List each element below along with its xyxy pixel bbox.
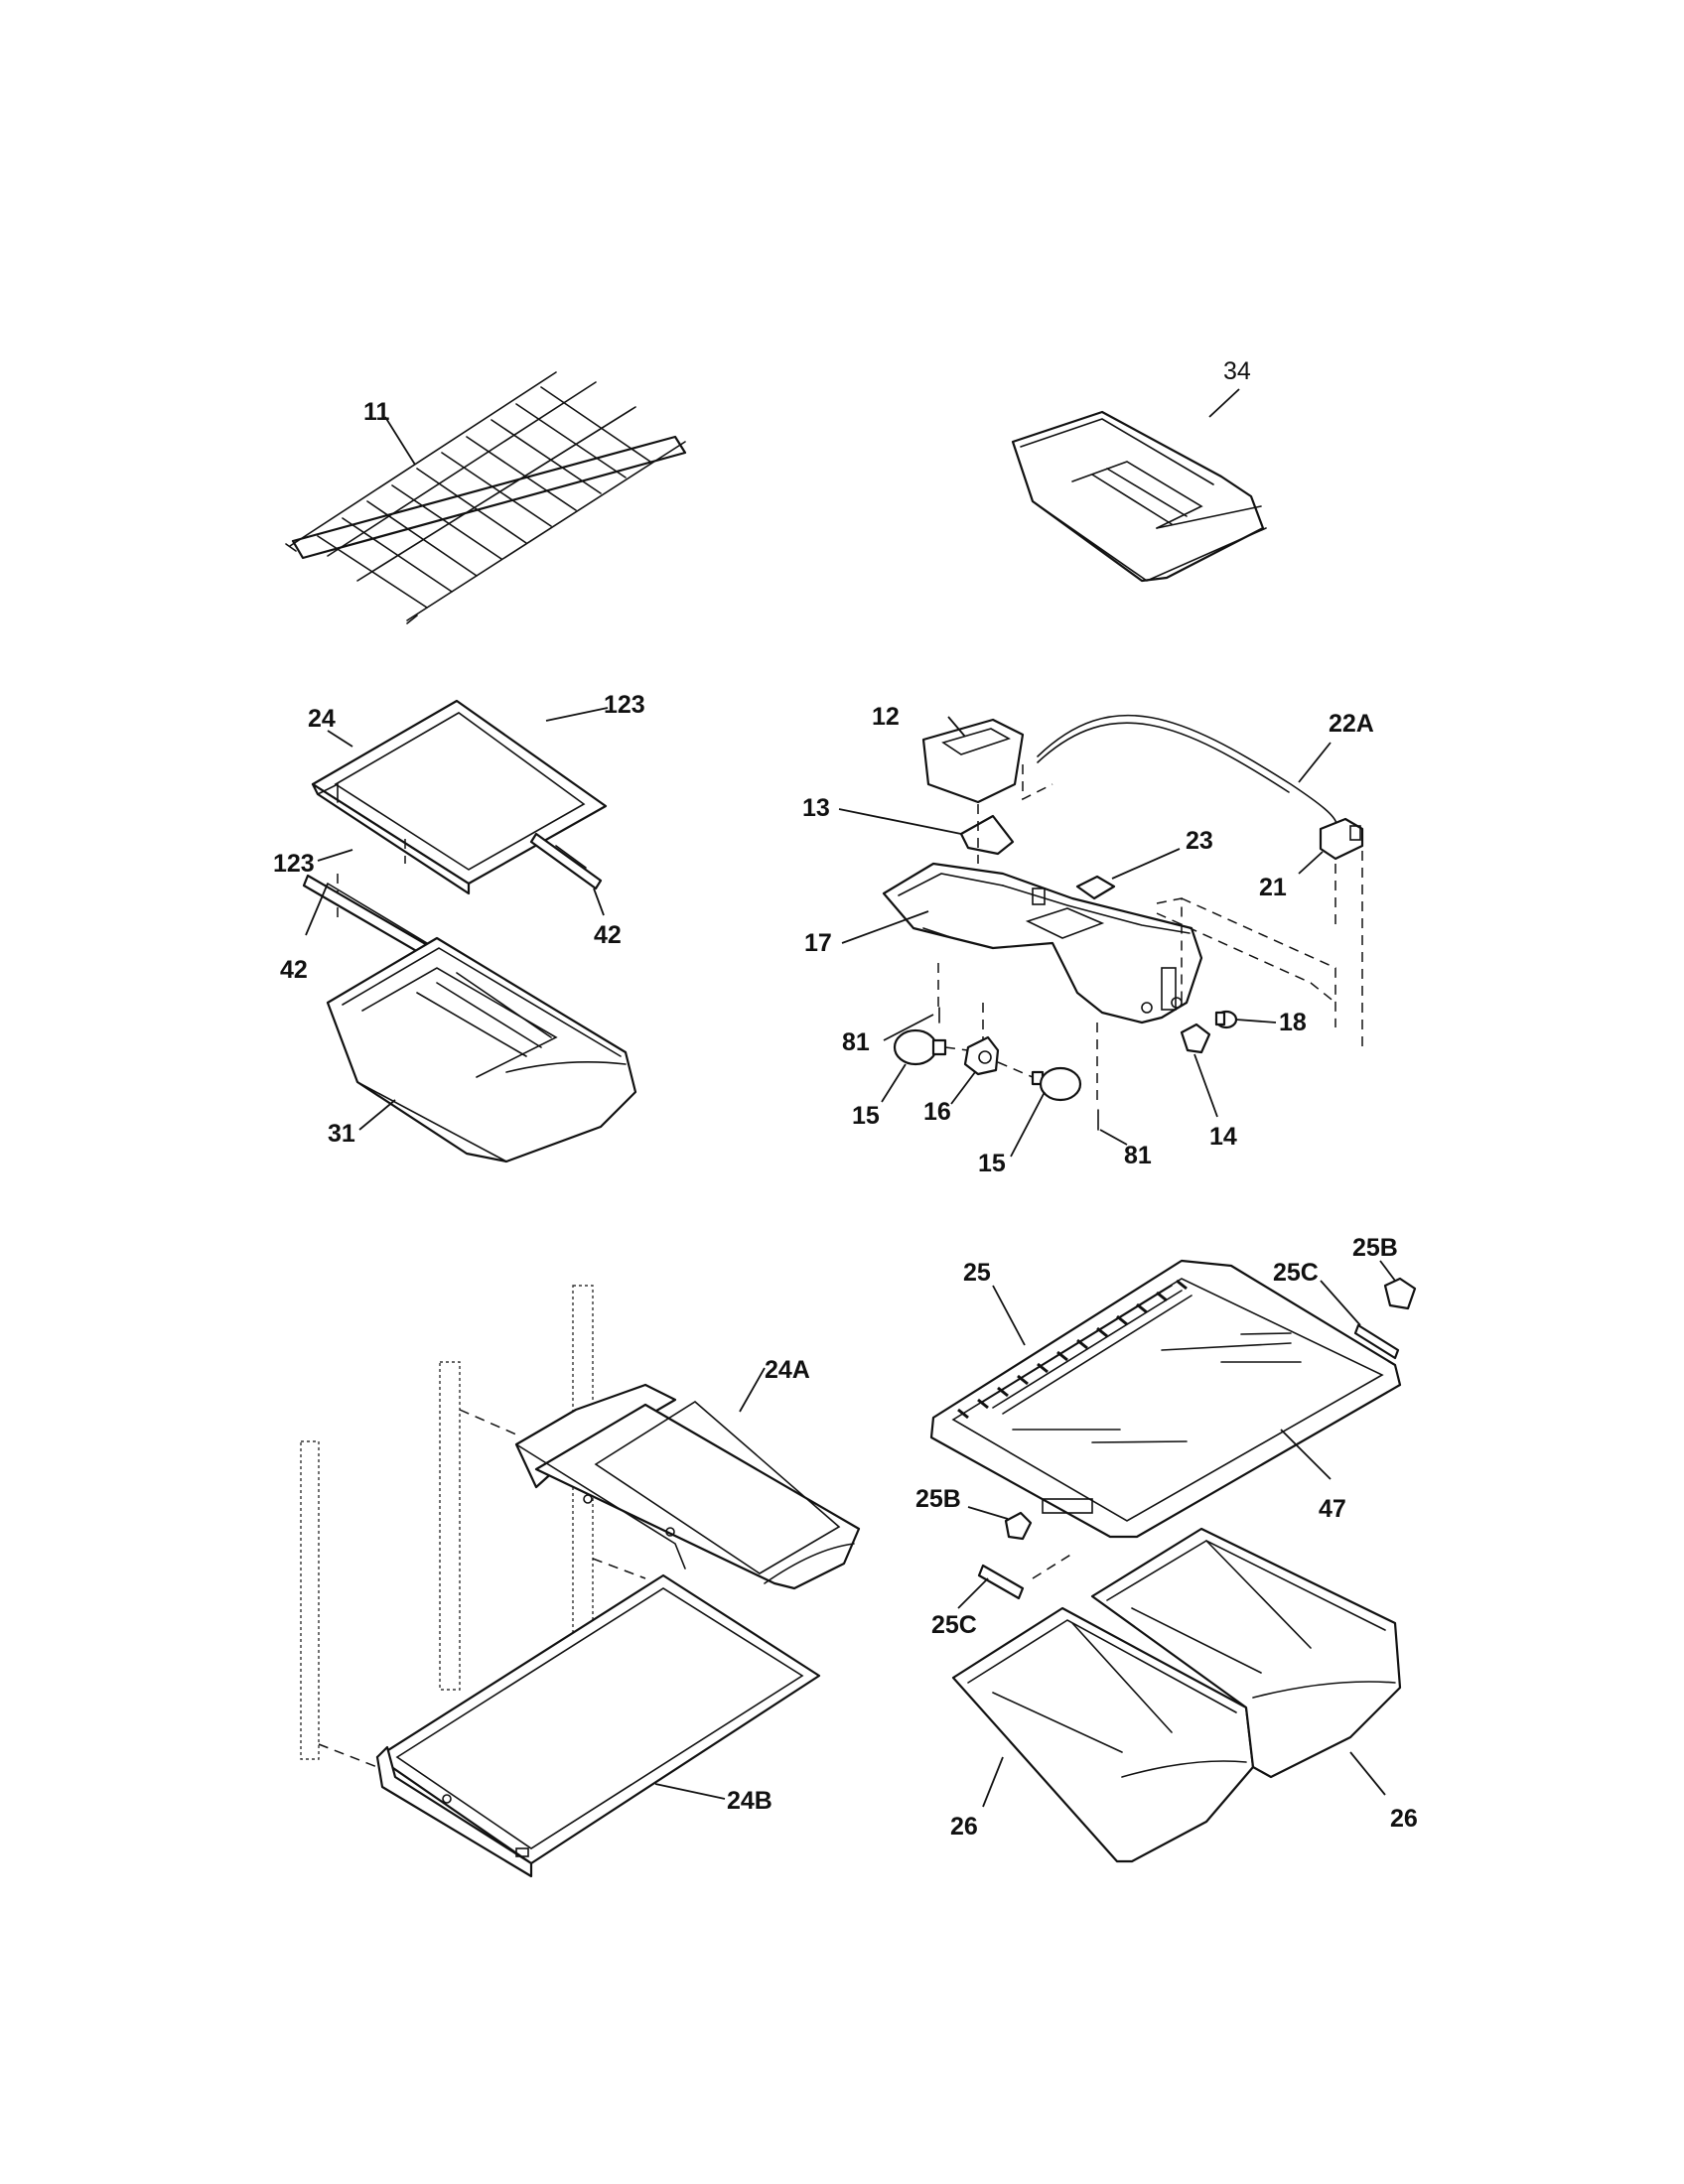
cantilever-shelf-24B (375, 1573, 821, 1878)
crisper-drawer-26-right (1090, 1527, 1402, 1779)
part-14 (1180, 1023, 1211, 1054)
clip-25B-bottom (1004, 1511, 1033, 1541)
label-81-left: 81 (842, 1028, 870, 1056)
door-bin-34 (1011, 410, 1267, 583)
clip-25B-top (1383, 1277, 1417, 1310)
label-26-left: 26 (950, 1813, 978, 1841)
label-123-bottom: 123 (273, 850, 315, 878)
label-16: 16 (923, 1098, 951, 1126)
bracket-25C-bottom (977, 1564, 1025, 1600)
label-25B-top: 25B (1352, 1234, 1398, 1262)
bulb-15-right (1031, 1066, 1082, 1102)
part-18 (1214, 1010, 1238, 1029)
label-18: 18 (1279, 1009, 1307, 1036)
housing-part-12 (921, 718, 1025, 804)
label-42-left: 42 (280, 956, 308, 984)
socket-16 (963, 1035, 1000, 1076)
label-31: 31 (328, 1120, 355, 1148)
crisper-cover-25 (929, 1259, 1402, 1539)
label-12: 12 (872, 703, 900, 731)
control-part-23 (1075, 875, 1116, 900)
label-15-right: 15 (978, 1150, 1006, 1177)
bulb-15-left (893, 1028, 947, 1066)
label-24: 24 (308, 705, 336, 733)
crisper-drawer-26-left (951, 1606, 1255, 1863)
crisper-drawer-31 (326, 936, 637, 1163)
slide-rail-42-upper (529, 832, 603, 890)
label-23: 23 (1186, 827, 1213, 855)
label-26-right: 26 (1390, 1805, 1418, 1833)
label-21: 21 (1259, 874, 1287, 901)
label-24A: 24A (765, 1356, 810, 1384)
label-24B: 24B (727, 1787, 772, 1815)
label-14: 14 (1209, 1123, 1237, 1151)
label-25: 25 (963, 1259, 991, 1287)
label-42-right: 42 (594, 921, 622, 949)
wire-shelf-11 (285, 371, 687, 624)
label-13: 13 (802, 794, 830, 822)
label-81-right: 81 (1124, 1142, 1152, 1169)
label-123-top: 123 (604, 691, 645, 719)
label-22A: 22A (1329, 710, 1374, 738)
label-15-left: 15 (852, 1102, 880, 1130)
label-25C-bottom: 25C (931, 1611, 977, 1639)
label-25B-bottom: 25B (915, 1485, 961, 1513)
label-47: 47 (1319, 1495, 1346, 1523)
label-17: 17 (804, 929, 832, 957)
housing-17 (882, 862, 1203, 1024)
label-25C-top: 25C (1273, 1259, 1319, 1287)
label-11: 11 (363, 398, 390, 426)
cantilever-shelf-24A (514, 1383, 861, 1590)
bracket-25C-top (1353, 1323, 1400, 1360)
switch-21 (1319, 817, 1364, 861)
label-34: 34 (1223, 357, 1251, 385)
cover-part-13 (959, 814, 1015, 856)
